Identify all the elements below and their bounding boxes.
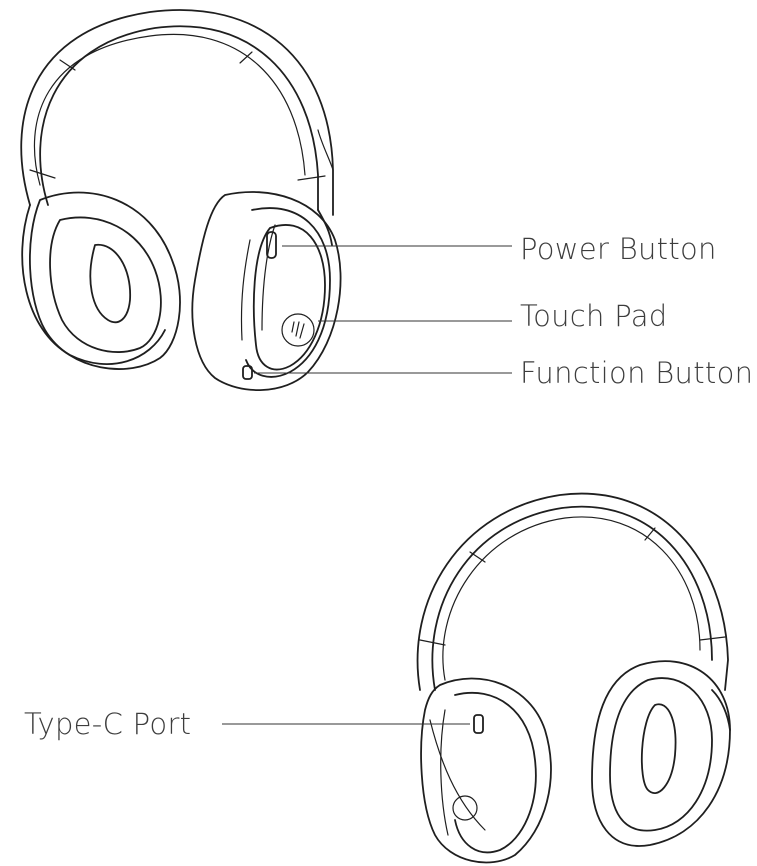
touch-pad-logo (281, 313, 315, 347)
left-ear-cup (21, 191, 181, 370)
type-c-port-label: Type-C Port (24, 707, 192, 741)
far-ear-cup (591, 660, 731, 847)
headband-bottom (416, 492, 729, 691)
function-button-label: Function Button (520, 356, 754, 390)
power-button-shape (266, 231, 277, 259)
touch-pad-label: Touch Pad (520, 299, 668, 333)
headband-top (20, 9, 334, 216)
headphone-side-view (222, 492, 731, 864)
type-c-port-shape (473, 714, 484, 734)
headphone-front-view (20, 9, 512, 391)
function-button-shape (242, 365, 253, 380)
near-ear-cup (420, 677, 552, 864)
right-ear-cup (191, 191, 342, 391)
power-button-label: Power Button (520, 232, 717, 266)
